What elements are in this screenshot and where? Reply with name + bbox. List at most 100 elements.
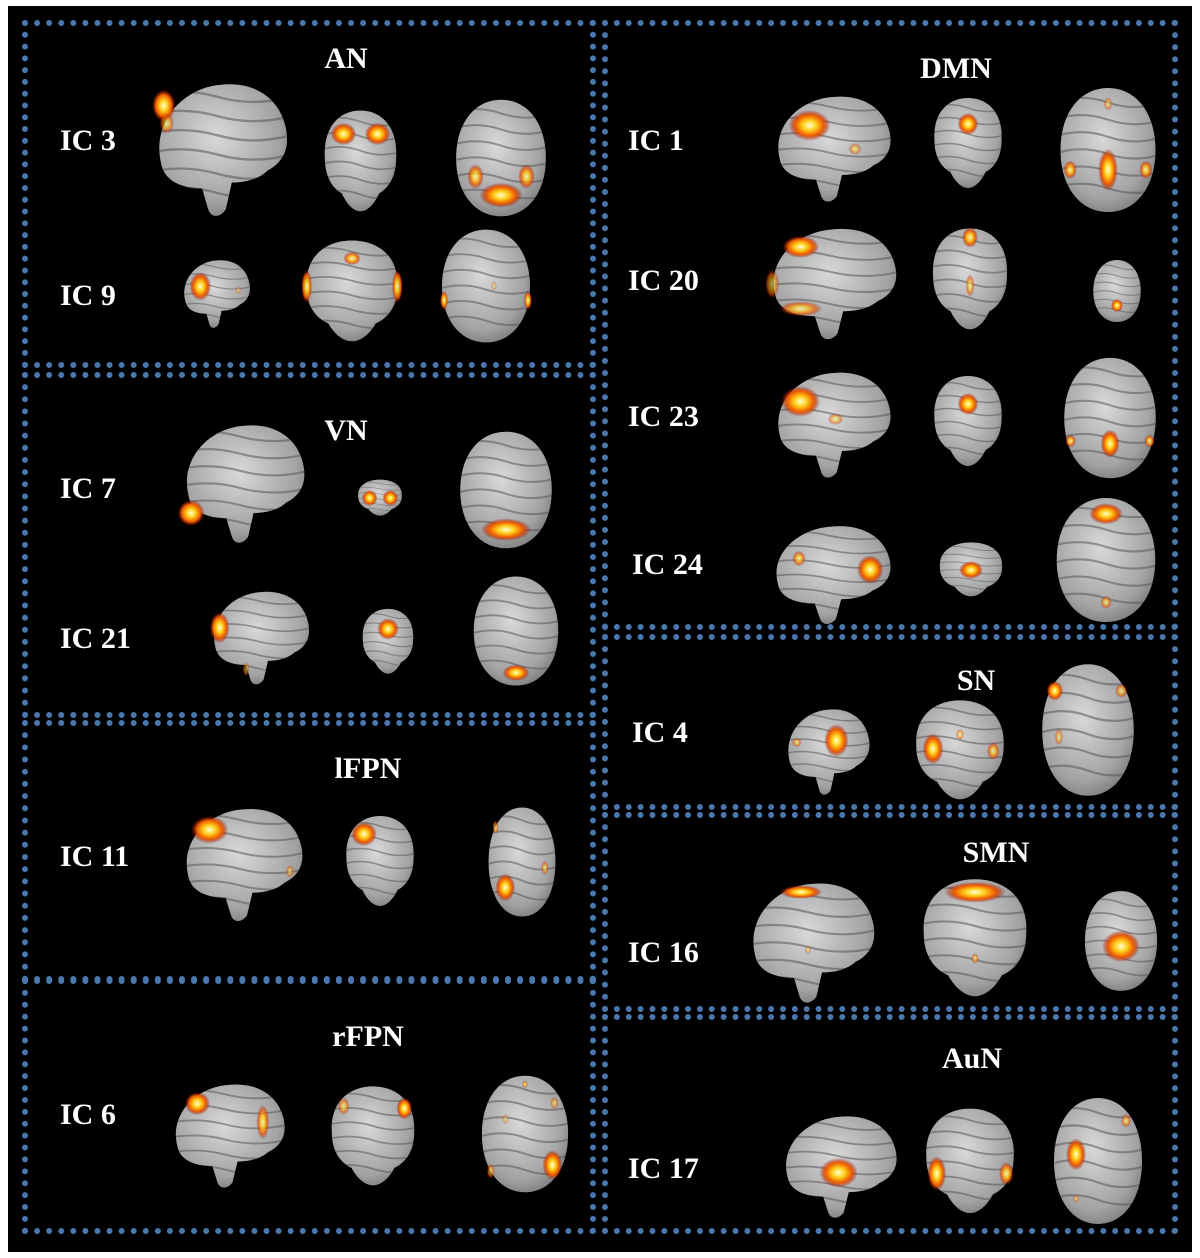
- activation-blob: [177, 499, 205, 527]
- brain-slice-sagittal: [786, 1116, 897, 1218]
- brain-slice-coronal: [324, 110, 397, 212]
- brain-slice-sagittal: [788, 709, 870, 795]
- activation-blob: [159, 113, 175, 134]
- brain-slice-coronal: [358, 479, 402, 516]
- brain-slice-axial: [440, 229, 532, 343]
- brain-slice-axial: [1042, 664, 1134, 796]
- activation-blob: [1089, 503, 1123, 525]
- activation-blob: [848, 143, 862, 155]
- brain-tissue: [186, 425, 305, 543]
- brain-tissue: [358, 479, 402, 516]
- activation-blob: [857, 555, 884, 584]
- activation-blob: [351, 822, 377, 846]
- brain-slice-axial: [456, 99, 546, 217]
- activation-blob: [391, 269, 403, 304]
- activation-blob: [184, 1091, 210, 1116]
- brain-slice-sagittal: [778, 372, 891, 478]
- activation-blob: [944, 881, 1006, 903]
- activation-blob: [1139, 160, 1153, 180]
- activation-blob: [396, 1097, 413, 1120]
- brain-slice-coronal: [932, 227, 1008, 330]
- activation-blob: [1054, 728, 1064, 746]
- activation-blob: [1063, 160, 1077, 180]
- brain-slice-coronal: [923, 879, 1027, 997]
- activation-blob: [1115, 683, 1128, 698]
- brain-tissue: [1054, 1098, 1142, 1224]
- component-label: IC 3: [60, 124, 116, 157]
- activation-blob: [827, 413, 844, 425]
- activation-blob: [922, 733, 944, 765]
- brain-tissue: [916, 700, 1004, 800]
- panel-title: SMN: [962, 836, 1030, 869]
- brain-slice-coronal: [346, 816, 414, 906]
- brain-slice-coronal: [934, 98, 1002, 188]
- brain-slice-sagittal: [151, 84, 288, 216]
- brain-tissue: [306, 240, 398, 342]
- panel-smn: SMN IC 16: [602, 812, 1178, 1012]
- activation-blob: [542, 1150, 563, 1180]
- brain-tissue: [923, 879, 1027, 997]
- brain-slice-axial: [460, 431, 552, 549]
- brain-tissue: [1056, 497, 1156, 623]
- brain-tissue: [214, 591, 310, 685]
- activation-blob: [524, 290, 532, 310]
- component-label: IC 9: [60, 279, 116, 312]
- brain-slice-axial: [1084, 891, 1158, 991]
- brain-tissue: [331, 1086, 415, 1186]
- activation-blob: [1098, 148, 1118, 191]
- activation-blob: [285, 865, 294, 878]
- brain-tissue: [473, 576, 559, 686]
- component-label: IC 7: [60, 472, 116, 505]
- activation-blob: [782, 235, 820, 258]
- activation-blob: [1121, 1114, 1131, 1128]
- panel-title: rFPN: [332, 1020, 404, 1053]
- activation-blob: [256, 1104, 270, 1140]
- activation-blob: [301, 269, 313, 304]
- activation-blob: [541, 860, 549, 875]
- component-label: IC 1: [628, 124, 684, 157]
- activation-blob: [780, 386, 820, 417]
- activation-blob: [377, 618, 399, 640]
- brain-slice-axial: [1054, 1098, 1142, 1224]
- component-label: IC 11: [60, 840, 130, 873]
- brain-slice-sagittal: [778, 96, 891, 202]
- brain-slice-coronal: [331, 1086, 415, 1186]
- panel-sn: SN IC 4: [602, 634, 1178, 810]
- brain-slice-axial: [1060, 87, 1156, 213]
- brain-tissue: [1042, 664, 1134, 796]
- component-label: IC 4: [632, 716, 688, 749]
- brain-tissue: [159, 84, 288, 216]
- activation-blob: [486, 1163, 495, 1179]
- activation-blob: [1111, 298, 1123, 313]
- activation-blob: [1066, 1138, 1086, 1171]
- activation-blob: [209, 612, 230, 644]
- component-label: IC 6: [60, 1098, 116, 1131]
- activation-blob: [788, 110, 831, 141]
- activation-blob: [957, 113, 979, 135]
- activation-blob: [780, 885, 822, 899]
- activation-blob: [361, 490, 378, 506]
- activation-blob: [491, 281, 497, 291]
- activation-blob: [550, 1096, 559, 1110]
- brain-slice-axial: [473, 576, 559, 686]
- brain-slice-sagittal: [765, 228, 897, 340]
- brain-slice-sagittal: [177, 425, 305, 543]
- brain-slice-sagittal: [209, 591, 310, 685]
- panel-title: DMN: [920, 52, 992, 85]
- panel-aun: AuN IC 17: [602, 1014, 1178, 1234]
- component-label: IC 17: [628, 1152, 699, 1185]
- brain-tissue: [753, 883, 875, 1003]
- brain-slice-sagittal: [184, 260, 250, 328]
- panel-title: SN: [956, 664, 996, 697]
- brain-tissue: [934, 376, 1002, 466]
- brain-slice-coronal: [916, 700, 1004, 800]
- brain-slice-coronal: [939, 542, 1003, 597]
- panel-vn: VN IC 7 IC 21: [22, 372, 596, 718]
- activation-blob: [343, 251, 361, 266]
- activation-blob: [495, 873, 516, 902]
- activation-blob: [1065, 434, 1076, 448]
- activation-blob: [779, 301, 822, 317]
- brain-slice-sagittal: [753, 883, 875, 1003]
- activation-blob: [1144, 434, 1155, 448]
- activation-blob: [955, 729, 965, 740]
